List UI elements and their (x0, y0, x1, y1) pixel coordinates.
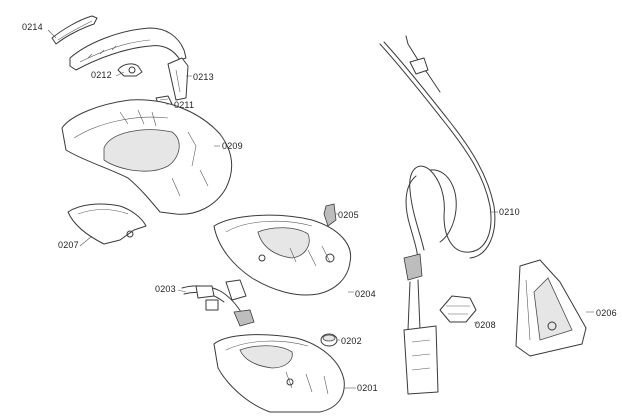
part-0203-harness (181, 279, 255, 327)
part-0207-cover (67, 203, 147, 245)
part-0206-heel-rest (515, 259, 587, 357)
label-0214: 0214 (22, 22, 43, 32)
part-0212-clip (117, 63, 143, 77)
part-0201-soleplate (213, 334, 345, 413)
part-0209-housing (61, 99, 233, 215)
label-0204: 0204 (355, 289, 376, 299)
part-0202-knob (320, 333, 338, 347)
part-0210-power-cord (379, 35, 496, 395)
label-0201: 0201 (357, 383, 378, 393)
part-0213-handle-top (69, 27, 189, 101)
part-0205-plug (323, 203, 337, 227)
part-0208-bracket (439, 295, 477, 323)
label-0203: 0203 (155, 284, 176, 294)
part-0204-base (213, 214, 352, 296)
label-0207: 0207 (58, 240, 79, 250)
label-0205: 0205 (338, 210, 359, 220)
label-0212: 0212 (91, 70, 112, 80)
label-0206: 0206 (596, 308, 617, 318)
leader-lines (47, 29, 594, 389)
label-0210: 0210 (499, 207, 520, 217)
label-0202: 0202 (341, 336, 362, 346)
label-0208: 0208 (475, 320, 496, 330)
part-0214-handle-cap (51, 15, 98, 45)
label-0213: 0213 (193, 72, 214, 82)
label-0209: 0209 (222, 141, 243, 151)
label-0211: 0211 (174, 100, 195, 110)
